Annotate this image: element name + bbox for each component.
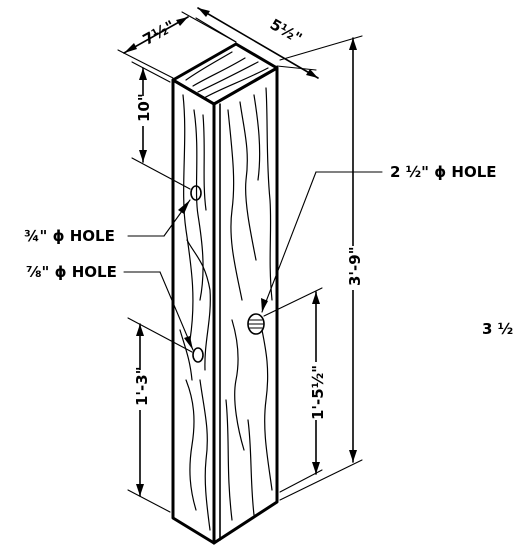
top-grain xyxy=(185,51,269,99)
front-grain xyxy=(179,94,211,531)
dim-right-hole-height: 1'-5½" xyxy=(263,287,327,493)
hole-2-1-2-marker xyxy=(247,313,265,335)
dim-label-lower-hole-height: 1'-3" xyxy=(133,366,151,406)
post-side-face xyxy=(212,66,279,545)
dim-label-right-hole-height: 1'-5½" xyxy=(309,365,327,420)
hole-3-4-marker xyxy=(190,185,202,201)
dim-overall-height: 3'-9" xyxy=(279,35,364,501)
holes xyxy=(190,185,265,363)
dim-lower-hole-height: 1'-3" xyxy=(127,317,193,513)
label-hole-2-1-2: 2 ½" ϕ HOLE xyxy=(390,163,497,181)
dim-top-offset: 10" xyxy=(131,61,191,190)
hole-7-8-marker xyxy=(192,347,204,363)
hole-labels: ¾" ϕ HOLE ⅞" ϕ HOLE 2 ½" ϕ HOLE 3 ½ xyxy=(24,163,513,351)
label-cut-off-text: 3 ½ xyxy=(482,320,513,338)
post-front-face xyxy=(171,78,216,545)
dim-label-top-width: 7½" xyxy=(140,17,178,49)
dim-label-top-offset: 10" xyxy=(135,93,153,122)
dim-top-width: 7½" xyxy=(117,11,237,79)
side-grain xyxy=(225,87,273,521)
dim-label-overall-height: 3'-9" xyxy=(346,246,364,286)
label-hole-7-8: ⅞" ϕ HOLE xyxy=(26,263,117,281)
wood-post xyxy=(171,42,279,545)
dim-label-top-depth: 5½" xyxy=(267,15,305,47)
label-hole-3-4: ¾" ϕ HOLE xyxy=(24,227,115,245)
dim-top-depth: 5½" xyxy=(195,7,319,79)
post-top-face xyxy=(171,42,279,106)
